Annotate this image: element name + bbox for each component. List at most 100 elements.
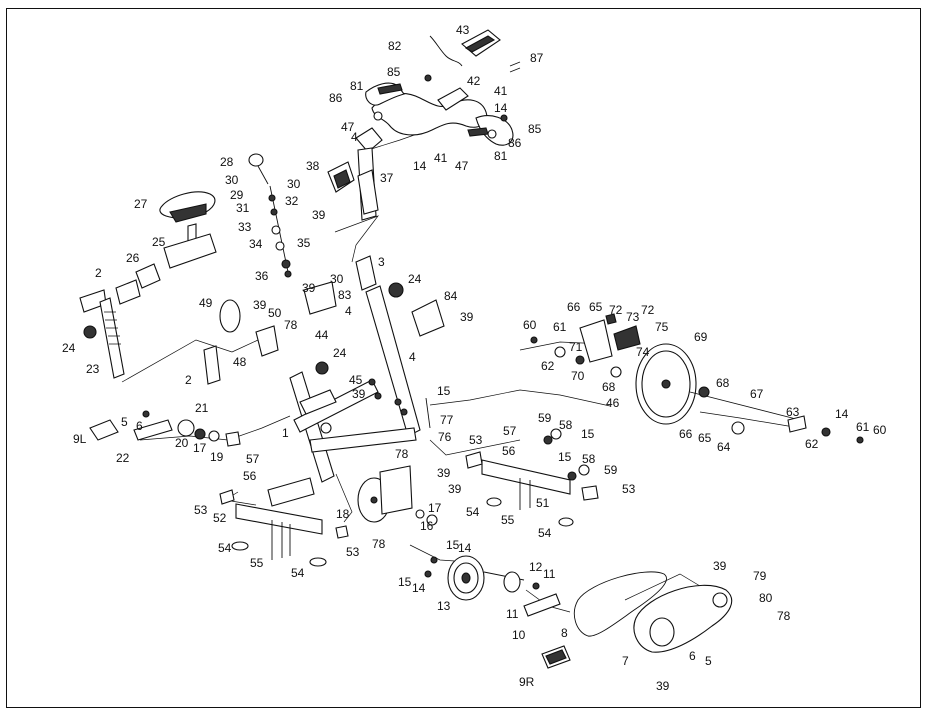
part-label: 83 [338,288,352,302]
part-label: 58 [582,452,596,466]
diagram-border [6,8,921,708]
seat-assembly [115,153,292,305]
part-label: 68 [716,376,730,390]
part-label: 61 [553,320,567,334]
part-label: 2 [95,266,102,280]
part-label: 68 [602,380,616,394]
drive-belt [574,571,667,637]
part-label: 57 [246,452,260,466]
handlebar-assembly [355,29,521,221]
rear-stabiliser [219,489,349,567]
part-label: 53 [622,482,636,496]
part-label: 14 [835,407,849,421]
part-label: 14 [412,581,426,595]
part-label: 55 [501,513,515,527]
part-label: 39 [437,466,451,480]
drive-pulley [424,555,561,617]
part-label: 65 [698,431,712,445]
part-label: 9L [73,432,87,446]
part-label: 31 [236,201,250,215]
part-label: 15 [437,384,451,398]
part-label: 39 [656,679,670,693]
part-label: 55 [250,556,264,570]
part-label: 23 [86,362,100,376]
part-label: 24 [333,346,347,360]
brake-disc [357,465,438,526]
part-label: 15 [446,538,460,552]
part-label: 63 [786,405,800,419]
part-label: 17 [428,501,442,515]
part-label: 57 [503,424,517,438]
part-label: 30 [330,272,344,286]
part-label: 49 [199,296,213,310]
part-label: 14 [494,101,508,115]
part-label: 25 [152,235,166,249]
part-label: 41 [434,151,448,165]
part-label: 85 [528,122,542,136]
part-label: 66 [567,300,581,314]
part-label: 47 [341,120,355,134]
part-label: 39 [253,298,267,312]
part-label: 61 [856,420,870,434]
part-label: 69 [694,330,708,344]
part-label: 46 [606,396,620,410]
part-label: 48 [233,355,247,369]
part-label: 60 [873,423,887,437]
chain-guard [633,584,733,653]
part-label: 18 [336,507,350,521]
part-label: 28 [220,155,234,169]
part-label: 65 [589,300,603,314]
part-label: 59 [604,463,618,477]
part-label: 50 [268,306,282,320]
part-label: 56 [502,444,516,458]
part-label: 54 [291,566,305,580]
part-label: 20 [175,436,189,450]
main-frame [219,255,445,507]
part-label: 4 [345,304,352,318]
part-label: 21 [195,401,209,415]
part-label: 12 [529,560,543,574]
part-label: 30 [225,173,239,187]
part-label: 72 [609,303,623,317]
flywheel [530,313,864,444]
part-label: 52 [213,511,227,525]
part-label: 62 [541,359,555,373]
part-label: 56 [243,469,257,483]
part-label: 15 [581,427,595,441]
handlebar-slider [327,161,379,215]
part-label: 47 [455,159,469,173]
part-label: 64 [717,440,731,454]
part-label: 78 [284,318,298,332]
part-label: 73 [626,310,640,324]
part-label: 26 [126,251,140,265]
part-label: 15 [558,450,572,464]
part-label: 8 [561,626,568,640]
part-label: 54 [538,526,552,540]
part-label: 79 [753,569,767,583]
part-label: 39 [713,559,727,573]
part-label: 51 [536,496,550,510]
part-label: 84 [444,289,458,303]
part-label: 39 [448,482,462,496]
part-label: 41 [494,84,508,98]
part-label: 3 [378,255,385,269]
guide-lines [121,125,801,613]
right-pedal [541,645,571,669]
part-label: 80 [759,591,773,605]
part-label: 16 [420,519,434,533]
part-label: 54 [466,505,480,519]
part-label: 17 [193,441,207,455]
part-label: 6 [689,649,696,663]
part-label: 86 [508,136,522,150]
part-label: 74 [636,345,650,359]
part-label: 11 [543,567,556,581]
part-label: 9R [519,675,535,689]
part-label: 36 [255,269,269,283]
part-label: 87 [530,51,544,65]
part-label: 29 [230,188,244,202]
part-label: 54 [218,541,232,555]
part-label: 85 [387,65,401,79]
part-label: 33 [238,220,252,234]
part-label: 62 [805,437,819,451]
